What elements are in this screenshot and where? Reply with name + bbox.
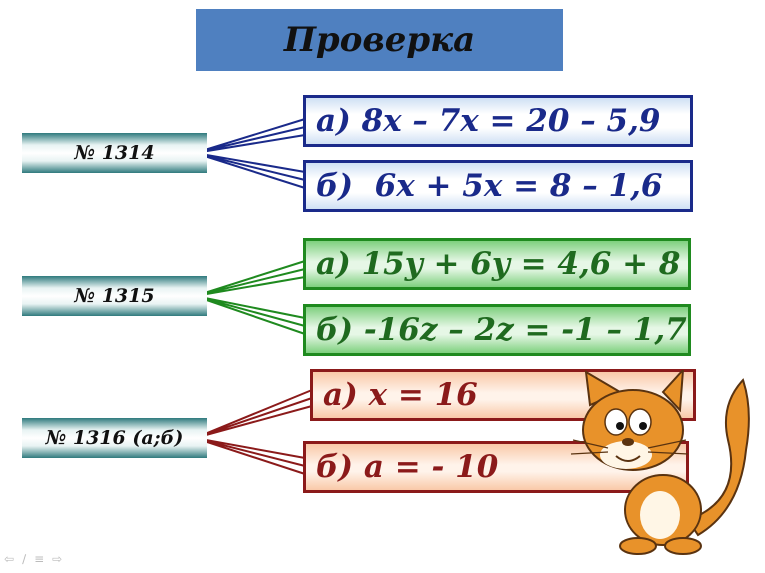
cartoon-cat-image [570, 370, 750, 555]
expression: x = 16 [368, 377, 478, 413]
expression: a = - 10 [363, 449, 499, 485]
pen-icon[interactable]: ∕ [22, 552, 27, 566]
expression: 15y + 6y = 4,6 + 8 [361, 246, 681, 282]
expression: -16z – 2z = -1 – 1,7 [363, 312, 687, 348]
connector-1316 [194, 389, 313, 475]
slide-title: Проверка [196, 9, 563, 71]
label: б) [316, 449, 354, 485]
slide-nav: ⇦ ∕ ≡ ⇨ [4, 552, 62, 566]
task-1314-b: б) 6x + 5x = 8 – 1,6 [303, 160, 693, 212]
task-1314-a: а) 8x – 7x = 20 – 5,9 [303, 95, 693, 147]
task-1314-tag: № 1314 [22, 133, 207, 173]
expression: 8x – 7x = 20 – 5,9 [361, 103, 661, 139]
connector-1314 [194, 118, 306, 189]
label: б) [316, 312, 354, 348]
task-1315-a: а) 15y + 6y = 4,6 + 8 [303, 238, 691, 290]
task-1315-tag: № 1315 [22, 276, 207, 316]
expression: 6x + 5x = 8 – 1,6 [374, 168, 663, 204]
label: а) [316, 103, 351, 139]
task-1315-b: б) -16z – 2z = -1 – 1,7 [303, 304, 691, 356]
label: а) [323, 377, 358, 413]
connector-1315 [194, 260, 306, 335]
prev-arrow-icon[interactable]: ⇦ [4, 552, 15, 566]
label: а) [316, 246, 351, 282]
task-1316-tag: № 1316 (а;б) [22, 418, 207, 458]
next-arrow-icon[interactable]: ⇨ [52, 552, 63, 566]
menu-icon[interactable]: ≡ [34, 552, 45, 566]
label: б) [316, 168, 354, 204]
